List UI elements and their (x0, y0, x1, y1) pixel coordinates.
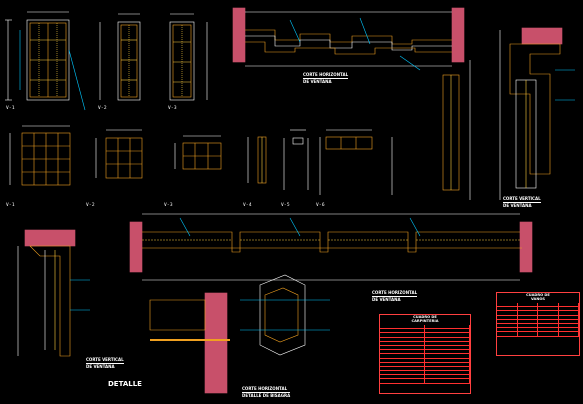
materials-table: CUADRO DE CARPINTERIA (379, 314, 471, 394)
elevation-tag-v5-middle: V-5 (281, 203, 290, 208)
elevation-v4-middle (247, 136, 267, 184)
elevation-v1-top (5, 11, 86, 111)
elevation-v3-middle (174, 135, 222, 170)
vertical-section-left (17, 229, 90, 357)
top-elevations (5, 11, 208, 111)
detail-title: DETALLE (108, 380, 142, 388)
materials-table-title: CUADRO DE (413, 315, 437, 319)
elevation-tag-v6-middle: V-6 (316, 203, 325, 208)
detail-bisagra (149, 274, 330, 394)
windows-table-subtitle: VANOS (531, 297, 545, 301)
materials-table-rows (380, 325, 470, 384)
windows-table: CUADRO DE VANOS (496, 292, 580, 356)
elevation-tag-v1-top: V-1 (6, 106, 15, 111)
materials-table-subtitle: CARPINTERIA (411, 319, 439, 323)
elevation-v3-top (169, 13, 208, 101)
elevation-tag-v4-middle: V-4 (243, 203, 252, 208)
elevation-v2-middle (95, 129, 143, 179)
horizontal-section-top (232, 7, 465, 71)
elevation-v5-middle (283, 129, 309, 190)
elevation-v6-middle (319, 129, 393, 195)
vertical-section-right (442, 27, 575, 200)
elevation-tag-v1-middle: V-1 (6, 203, 15, 208)
horizontal-section-long (129, 213, 533, 281)
elevation-tag-v3-top: V-3 (168, 106, 177, 111)
elevation-tag-v2-top: V-2 (98, 106, 107, 111)
windows-table-title: CUADRO DE (526, 293, 550, 297)
elevation-tag-v3-middle: V-3 (164, 203, 173, 208)
elevation-tag-v2-middle: V-2 (86, 203, 95, 208)
elevation-v2-top (99, 13, 141, 101)
middle-elevations (9, 125, 393, 195)
elevation-v1-middle (9, 125, 71, 186)
windows-table-rows (497, 303, 579, 337)
